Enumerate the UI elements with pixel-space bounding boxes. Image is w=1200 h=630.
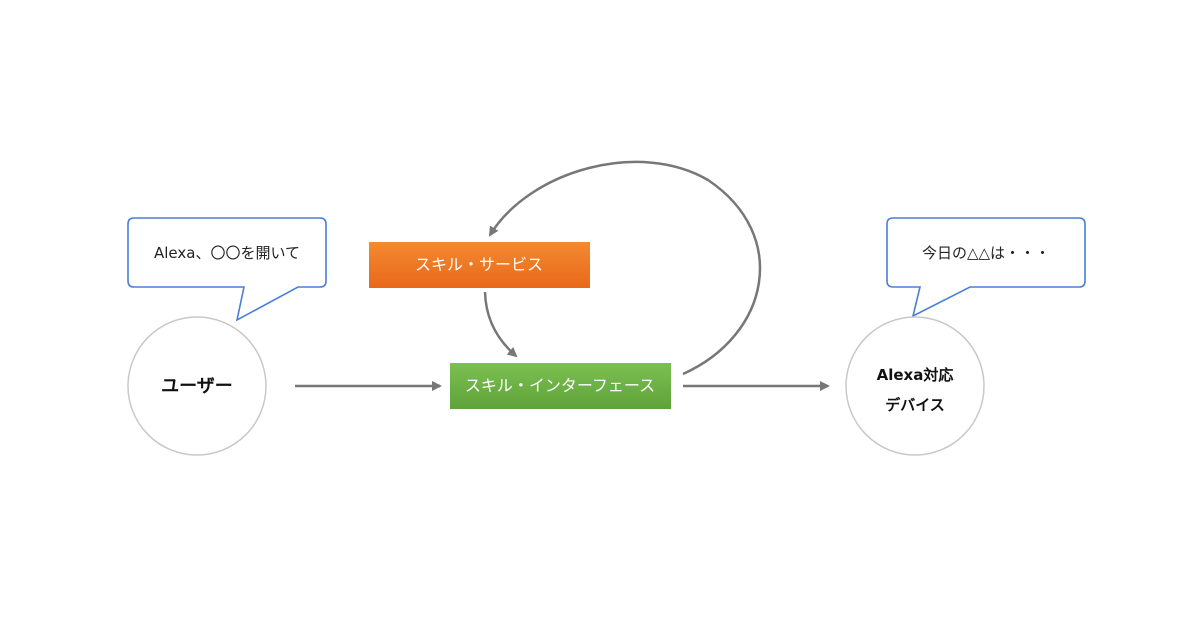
skill-interface-rect (450, 363, 671, 409)
device-speech-bubble: 今日の△△は・・・ (886, 217, 1086, 318)
skill-interface-box: スキル・インターフェース (450, 363, 671, 409)
arrow-service-to-interface (483, 291, 518, 358)
user-speech-bubble: Alexa、〇〇を開いて (127, 217, 327, 322)
user-label: ユーザー (161, 376, 233, 397)
user-circle (127, 316, 267, 456)
user-speech-bubble-shape (127, 217, 327, 322)
device-node: Alexa対応 デバイス (845, 316, 985, 456)
device-label-line1: Alexa対応 (877, 366, 954, 384)
skill-service-box: スキル・サービス (369, 242, 590, 288)
device-speech-bubble-shape (886, 217, 1086, 318)
user-node: ユーザー (127, 316, 267, 456)
skill-interface-label: スキル・インターフェース (465, 376, 655, 395)
user-speech-text: Alexa、〇〇を開いて (154, 244, 300, 262)
skill-service-rect (369, 242, 590, 288)
skill-service-label: スキル・サービス (415, 255, 543, 274)
device-speech-text: 今日の△△は・・・ (922, 244, 1050, 262)
device-circle (845, 316, 985, 456)
device-label-line2: デバイス (885, 396, 945, 414)
arrow-interface-to-service-loop (488, 160, 762, 376)
